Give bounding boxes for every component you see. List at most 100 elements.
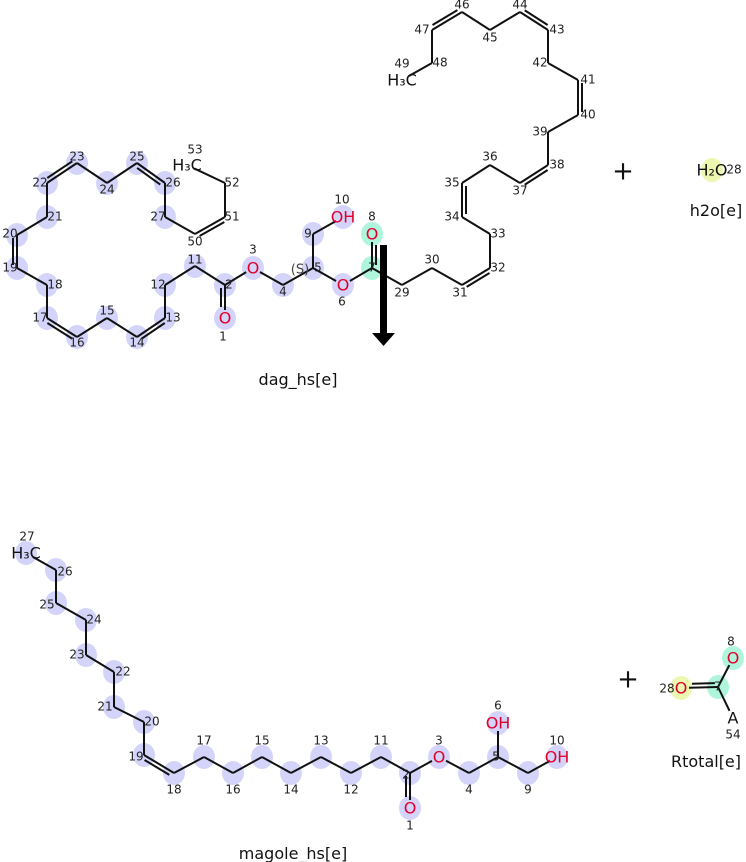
atom-number: 45 <box>482 31 497 45</box>
atom-symbol: OH <box>331 208 356 227</box>
atom-symbol: H₃C <box>172 156 202 175</box>
bond <box>445 759 470 774</box>
bond <box>164 265 196 286</box>
atom-highlight <box>399 796 421 820</box>
bond <box>16 216 48 236</box>
atom-symbol: OH <box>545 748 570 767</box>
bond <box>46 162 78 184</box>
atom-number: 52 <box>224 176 239 190</box>
bond-double-line <box>432 9 458 26</box>
atom-number: 28 <box>726 163 741 177</box>
atom-symbol: H₃C <box>387 71 417 90</box>
bond-double-line <box>466 272 491 288</box>
atom-symbol: OH <box>486 714 511 733</box>
bond <box>489 11 521 31</box>
atom-number: 3 <box>249 243 257 257</box>
atom-number: 25 <box>129 150 144 164</box>
bond <box>431 11 463 31</box>
atom-number: 26 <box>165 176 180 190</box>
atom-number: 41 <box>580 73 595 87</box>
atom-number: 46 <box>454 0 469 12</box>
bond <box>290 756 322 774</box>
bond <box>717 686 731 712</box>
bond <box>349 267 373 282</box>
atom-number: 8 <box>727 635 735 649</box>
atom-number: 25 <box>39 598 54 612</box>
atom-number: 3 <box>435 734 443 748</box>
plus-sign-top: + <box>612 157 634 187</box>
bond <box>527 759 551 774</box>
atom-number: 15 <box>99 304 114 318</box>
bond <box>409 759 433 774</box>
atom-symbol: O <box>219 309 232 328</box>
atom-number: 1 <box>219 330 227 344</box>
bond <box>461 267 491 286</box>
atom-number: 14 <box>129 336 144 350</box>
atom-symbol: O <box>675 679 688 698</box>
bond-double-line <box>46 322 73 340</box>
bond <box>461 164 491 184</box>
atom-number: 26 <box>57 565 72 579</box>
atom-number: 21 <box>97 700 112 714</box>
atoms: O12O345O67O89OH1011121314151617181920212… <box>2 0 741 833</box>
molecule-name-dag-hs: dag_hs[e] <box>259 370 338 390</box>
atom-number: 10 <box>549 734 564 748</box>
atom-number: 53 <box>187 143 202 157</box>
atom-number: 17 <box>196 734 211 748</box>
atom-number: 16 <box>69 336 84 350</box>
atom-number: 42 <box>532 56 547 70</box>
atom-number: 4 <box>279 285 287 299</box>
atom-number: 22 <box>32 176 47 190</box>
atom-number: 6 <box>494 699 502 713</box>
atom-number: 17 <box>32 311 47 325</box>
atom-number: 24 <box>86 613 101 627</box>
bond <box>401 267 433 286</box>
bond-double-line <box>141 322 166 340</box>
atom-symbol: H₃C <box>11 544 41 563</box>
bond <box>164 216 196 235</box>
atom-number: 31 <box>452 286 467 300</box>
bond <box>380 756 411 774</box>
bond <box>717 664 731 688</box>
atom-number: 2 <box>225 278 233 292</box>
bond-double-line <box>524 9 549 26</box>
atom-highlight <box>701 158 723 182</box>
atom-number: 8 <box>368 210 376 224</box>
bond <box>519 164 549 184</box>
bond <box>85 654 115 673</box>
reaction-arrow <box>372 245 395 346</box>
atom-symbol: O <box>727 649 740 668</box>
atom-number: 18 <box>166 783 181 797</box>
bond <box>519 11 549 31</box>
bond <box>232 756 263 774</box>
atom-symbol: O <box>366 225 379 244</box>
bond <box>224 271 247 286</box>
bond <box>497 756 529 774</box>
bond <box>16 267 48 286</box>
atom-highlight <box>242 256 264 280</box>
atom-symbol: A <box>728 709 739 728</box>
plus-sign-bottom: + <box>617 665 639 695</box>
atom-highlight <box>15 541 37 565</box>
atom-number: 13 <box>165 311 180 325</box>
bonds <box>12 9 731 800</box>
molecule-name-magole-hs: magole_hs[e] <box>239 844 347 862</box>
atom-number: 43 <box>549 23 564 37</box>
bond <box>320 756 352 774</box>
atom-number: 7 <box>714 680 722 694</box>
atom-number: 12 <box>150 278 165 292</box>
atom-number: 27 <box>19 530 34 544</box>
bond <box>194 265 226 286</box>
atom-number: 54 <box>725 728 740 742</box>
atom-number: 23 <box>69 648 84 662</box>
bond <box>194 216 226 235</box>
atom-highlight <box>361 222 383 246</box>
atom-number: 32 <box>490 261 505 275</box>
bond <box>259 271 284 286</box>
atom-number: 2 <box>402 768 410 782</box>
bond-double-line <box>144 759 170 776</box>
atom-number: 51 <box>224 210 239 224</box>
atom-number: 49 <box>394 57 409 71</box>
atom-highlight <box>546 745 568 769</box>
bond <box>173 756 205 774</box>
